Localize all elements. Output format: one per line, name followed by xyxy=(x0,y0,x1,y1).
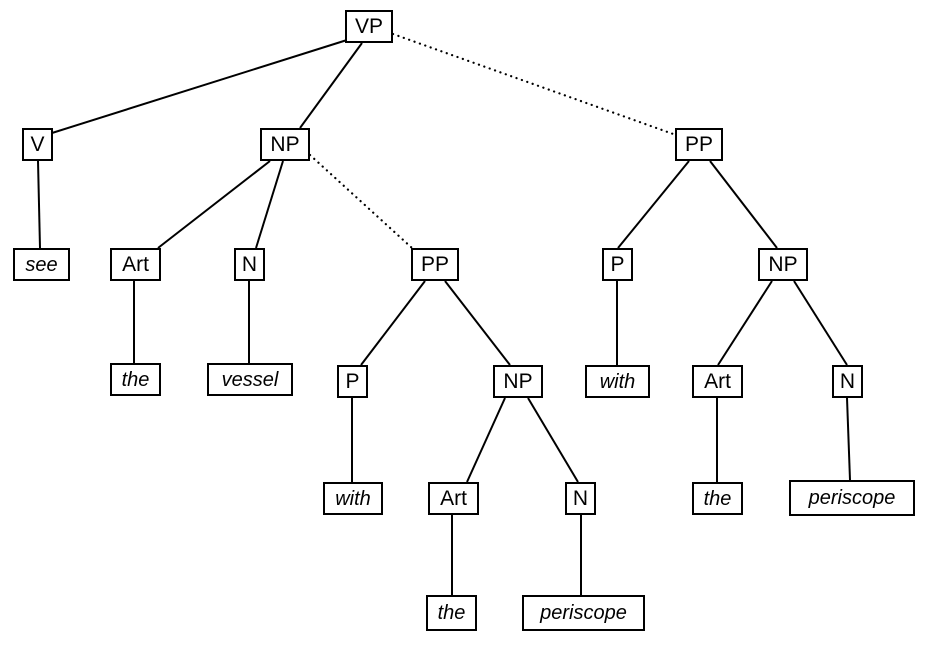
tree-node-peri_m: periscope xyxy=(522,595,645,631)
tree-node-np_right: NP xyxy=(758,248,808,281)
tree-node-np1: NP xyxy=(260,128,310,161)
tree-node-n_right: N xyxy=(832,365,863,398)
tree-edge-n_right-to-peri_r xyxy=(846,397,851,481)
tree-node-vessel: vessel xyxy=(207,363,293,396)
tree-node-art_right: Art xyxy=(692,365,743,398)
tree-node-the1: the xyxy=(110,363,161,396)
tree-node-with_m: with xyxy=(323,482,383,515)
tree-edge-vp-to-pp_right xyxy=(391,32,678,137)
tree-edge-np1-to-n1 xyxy=(255,160,284,249)
tree-edge-np_right-to-art_right xyxy=(717,280,773,366)
tree-edge-np1-to-pp_mid xyxy=(308,153,414,250)
tree-node-the_r: the xyxy=(692,482,743,515)
tree-node-with_r: with xyxy=(585,365,650,398)
tree-node-v: V xyxy=(22,128,53,161)
tree-node-pp_mid: PP xyxy=(411,248,459,281)
tree-node-peri_r: periscope xyxy=(789,480,915,516)
tree-node-see: see xyxy=(13,248,70,281)
tree-edge-pp_right-to-p_right xyxy=(617,160,690,249)
tree-node-n1: N xyxy=(234,248,265,281)
tree-edge-np_mid-to-art_mid xyxy=(466,397,506,483)
tree-node-p_right: P xyxy=(602,248,633,281)
tree-node-n_mid: N xyxy=(565,482,596,515)
tree-node-p_mid: P xyxy=(337,365,368,398)
tree-edge-np_mid-to-n_mid xyxy=(527,397,579,483)
tree-node-vp: VP xyxy=(345,10,393,43)
tree-node-art1: Art xyxy=(110,248,161,281)
tree-node-np_mid: NP xyxy=(493,365,543,398)
tree-edge-vp-to-v xyxy=(51,39,348,134)
tree-node-pp_right: PP xyxy=(675,128,723,161)
tree-node-the_m: the xyxy=(426,595,477,631)
tree-edge-vp-to-np1 xyxy=(299,42,363,129)
tree-edge-pp_mid-to-np_mid xyxy=(444,280,511,366)
tree-edge-np_right-to-n_right xyxy=(793,280,848,366)
tree-edge-np1-to-art1 xyxy=(157,160,271,249)
tree-edge-pp_right-to-np_right xyxy=(709,160,778,249)
tree-edge-v-to-see xyxy=(37,160,41,249)
tree-edge-pp_mid-to-p_mid xyxy=(360,280,426,366)
tree-node-art_mid: Art xyxy=(428,482,479,515)
